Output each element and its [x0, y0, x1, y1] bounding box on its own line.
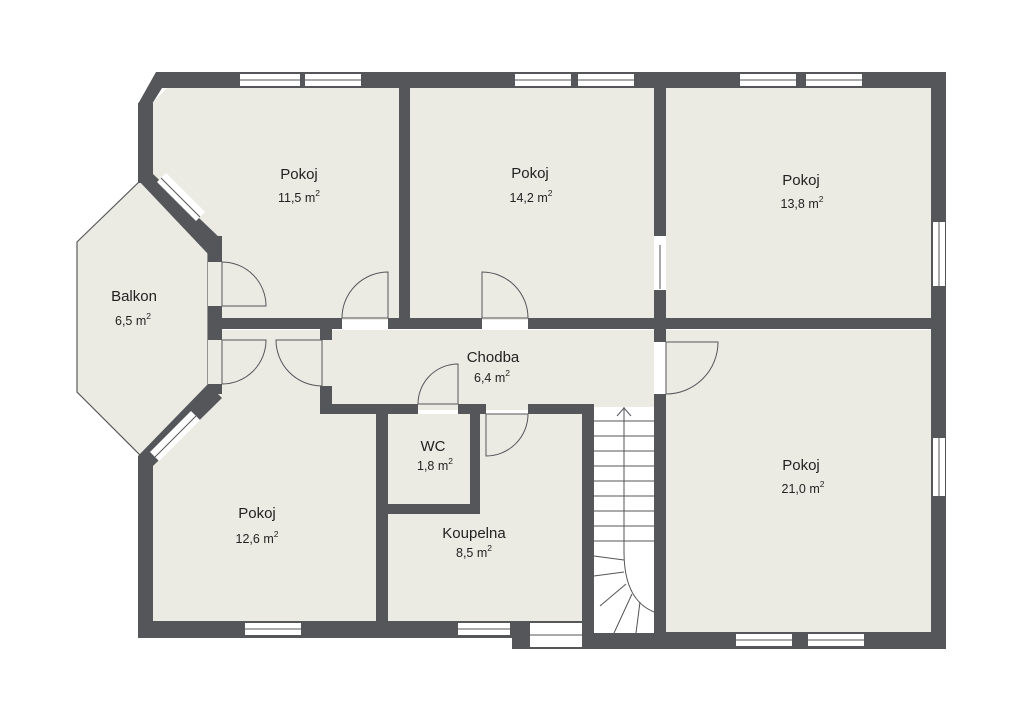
- svg-text:Koupelna: Koupelna: [442, 525, 506, 542]
- svg-text:14,2 m2: 14,2 m2: [510, 188, 553, 205]
- door-corridor-west: [275, 339, 323, 387]
- svg-text:11,5 m2: 11,5 m2: [278, 188, 320, 205]
- window: [515, 74, 571, 86]
- room-label-pokoj-n: Pokoj 14,2 m2: [510, 165, 553, 205]
- door-pokoj-se: [665, 341, 719, 395]
- window: [530, 623, 582, 647]
- room-label-pokoj-nw: Pokoj 11,5 m2: [278, 166, 320, 205]
- window: [157, 173, 205, 221]
- svg-text:13,8 m2: 13,8 m2: [781, 194, 824, 211]
- window: [150, 411, 200, 461]
- room-label-wc: WC 1,8 m2: [417, 438, 453, 473]
- svg-text:6,5 m2: 6,5 m2: [115, 311, 151, 328]
- window: [740, 74, 796, 86]
- window: [305, 74, 361, 86]
- window: [458, 623, 510, 635]
- svg-text:WC: WC: [421, 438, 446, 455]
- staircase: [593, 407, 655, 634]
- svg-text:1,8 m2: 1,8 m2: [417, 456, 453, 473]
- window: [245, 623, 301, 635]
- door-koupelna: [485, 413, 529, 457]
- window: [736, 634, 792, 646]
- door-wc: [417, 363, 459, 405]
- svg-text:21,0 m2: 21,0 m2: [782, 479, 825, 496]
- svg-text:Chodba: Chodba: [467, 349, 520, 366]
- svg-text:Pokoj: Pokoj: [238, 505, 276, 522]
- window: [578, 74, 634, 86]
- room-label-koupelna: Koupelna 8,5 m2: [442, 525, 506, 560]
- svg-text:Pokoj: Pokoj: [511, 165, 549, 182]
- svg-text:12,6 m2: 12,6 m2: [236, 529, 279, 546]
- svg-text:6,4 m2: 6,4 m2: [474, 368, 510, 385]
- window: [240, 74, 300, 86]
- window: [656, 245, 664, 289]
- room-label-balkon: Balkon 6,5 m2: [111, 288, 157, 328]
- door-pokoj-n: [481, 271, 529, 319]
- window: [808, 634, 864, 646]
- room-label-chodba: Chodba 6,4 m2: [467, 349, 520, 385]
- window: [933, 222, 945, 286]
- room-label-pokoj-sw: Pokoj 12,6 m2: [236, 505, 279, 546]
- svg-text:Pokoj: Pokoj: [782, 457, 820, 474]
- doors: [221, 261, 719, 457]
- svg-text:Balkon: Balkon: [111, 288, 157, 305]
- svg-text:Pokoj: Pokoj: [280, 166, 318, 183]
- window: [806, 74, 862, 86]
- svg-text:8,5 m2: 8,5 m2: [456, 543, 492, 560]
- door-pokoj-nw: [341, 271, 389, 319]
- room-label-pokoj-se: Pokoj 21,0 m2: [782, 457, 825, 496]
- room-label-pokoj-ne: Pokoj 13,8 m2: [781, 172, 824, 211]
- windows: [150, 74, 945, 647]
- window: [933, 438, 945, 496]
- door-balkon-upper: [221, 261, 267, 307]
- svg-text:Pokoj: Pokoj: [782, 172, 820, 189]
- door-balkon-lower: [221, 339, 267, 385]
